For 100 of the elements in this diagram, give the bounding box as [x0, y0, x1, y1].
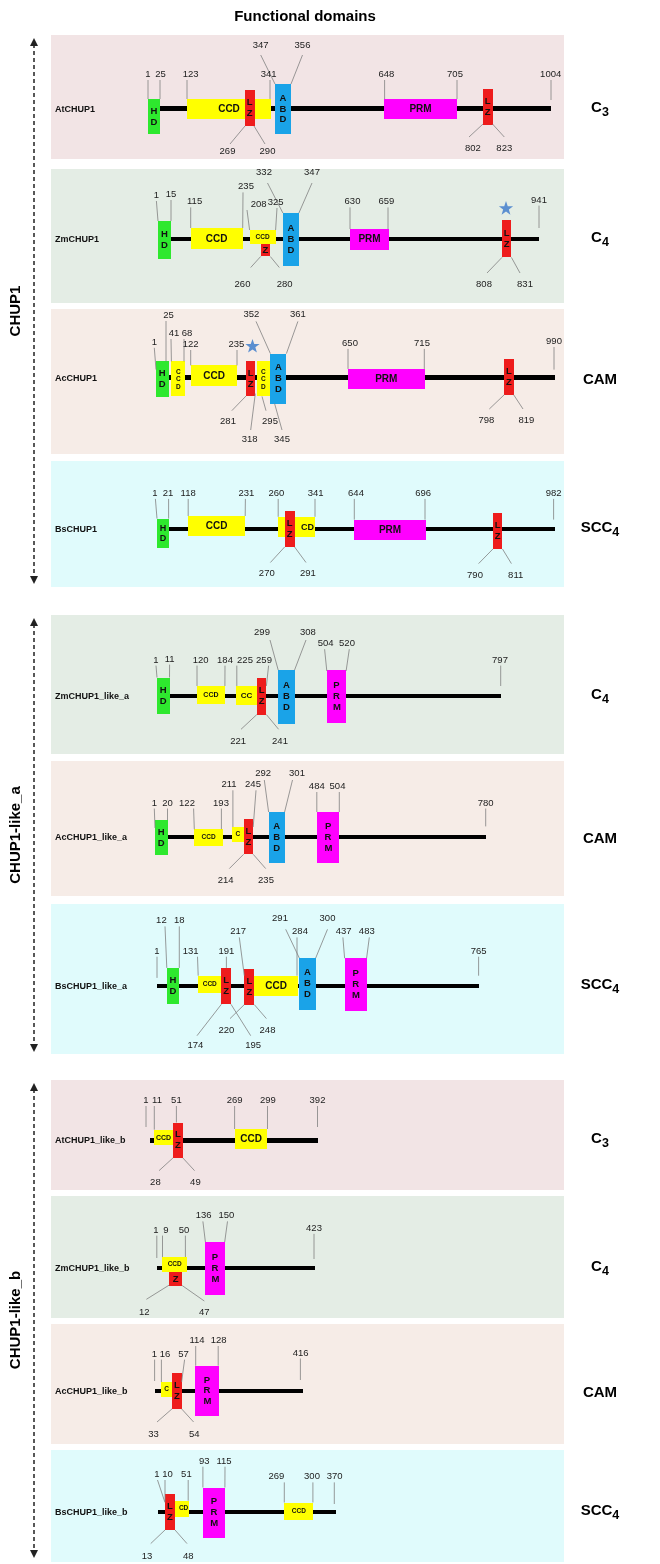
leader-line: [190, 349, 192, 366]
residue-number: 332: [256, 167, 272, 177]
leader-line: [226, 956, 227, 969]
domain-label: LZ: [173, 1380, 181, 1402]
pathway-label: C$_{4}$: [591, 1258, 609, 1278]
residue-number: 57: [178, 1348, 189, 1359]
leader-line: [253, 1004, 267, 1019]
domain-box: [157, 518, 169, 549]
domain-box: [246, 360, 256, 397]
leader-line: [167, 808, 168, 821]
domain-box: [175, 1500, 190, 1517]
leader-line: [513, 394, 524, 410]
leader-line: [190, 207, 192, 229]
domain-label: CD: [301, 522, 314, 532]
domain-box: [156, 361, 169, 398]
residue-number: 214: [217, 875, 234, 886]
residue-number: 25: [155, 69, 166, 79]
leader-line: [185, 1235, 186, 1258]
residue-number: 269: [268, 1471, 285, 1482]
residue-number: 1: [154, 945, 160, 956]
residue-number: 341: [260, 69, 277, 79]
domain-box: [154, 1129, 173, 1145]
group-label: CHUP1-like_a: [6, 786, 22, 884]
domain-box: [165, 1493, 175, 1530]
residue-number: 715: [414, 338, 430, 348]
domain-box: [316, 812, 340, 863]
leader-line: [146, 1284, 170, 1300]
protein-name: ZmCHUP1_like_a: [55, 690, 130, 702]
leader-line: [234, 1105, 235, 1130]
domain-label: PRM: [378, 524, 402, 535]
domain-box: [384, 99, 457, 119]
leader-line: [231, 395, 247, 412]
residue-number: 248: [259, 1025, 276, 1036]
residue-number: 9: [163, 1224, 169, 1235]
residue-number: 21: [162, 488, 174, 498]
leader-line: [316, 791, 318, 813]
leader-line: [387, 207, 389, 230]
leader-line: [196, 1003, 222, 1037]
row-panel: [51, 615, 564, 754]
leader-line: [165, 320, 167, 362]
domain-box: [282, 213, 299, 266]
domain-label: LZ: [244, 825, 252, 848]
domain-label: LZ: [503, 227, 511, 250]
leader-line: [181, 1359, 185, 1383]
residue-number: 211: [221, 779, 237, 790]
leader-line: [181, 1408, 194, 1423]
residue-number: 20: [162, 797, 173, 808]
domain-label: ABD: [282, 680, 290, 714]
leader-line: [155, 498, 158, 519]
title: Functional domains: [233, 7, 377, 24]
domain-box: [171, 361, 186, 397]
residue-number: 802: [464, 143, 481, 153]
residue-number: 352: [243, 309, 260, 320]
leader-line: [314, 498, 316, 518]
domain-box: [188, 516, 246, 537]
residue-number: 50: [178, 1224, 190, 1235]
leader-line: [178, 926, 180, 969]
residue-number: 299: [254, 627, 270, 637]
residue-number: 15: [165, 189, 177, 199]
residue-number: 1004: [540, 69, 562, 79]
domain-box: [284, 511, 295, 548]
residue-number: 68: [181, 328, 193, 338]
residue-number: 115: [187, 196, 203, 207]
residue-number: 18: [174, 915, 185, 926]
leader-line: [176, 1105, 177, 1123]
leader-line: [261, 396, 267, 412]
domain-box: [197, 686, 225, 704]
domain-label: HD: [157, 826, 165, 849]
domain-box: [354, 519, 426, 541]
domain-box: [161, 1382, 172, 1397]
domain-box: [299, 957, 316, 1010]
residue-number: 260: [234, 278, 251, 289]
residue-number: 630: [344, 196, 361, 207]
residue-number: 11: [152, 1095, 162, 1105]
leader-line: [298, 182, 313, 214]
residue-number: 120: [192, 654, 209, 665]
residue-number: 136: [195, 1210, 212, 1221]
domain-label: LZ: [286, 518, 294, 541]
protein-name: BsCHUP1: [55, 523, 97, 536]
residue-number: 284: [292, 926, 308, 937]
domain-label: PRM: [358, 234, 381, 245]
leader-line: [283, 1482, 285, 1503]
leader-line: [193, 808, 195, 830]
leader-line: [217, 1345, 219, 1367]
leader-line: [229, 125, 246, 145]
residue-number: 341: [307, 488, 324, 498]
domain-box: [244, 969, 255, 1005]
domain-box: [483, 89, 493, 125]
leader-line: [338, 791, 340, 813]
residue-number: 1: [145, 69, 151, 79]
domain-box: [162, 1257, 188, 1273]
domain-box: [344, 958, 367, 1011]
domain-box: [278, 670, 295, 724]
protein-name: AtCHUP1: [55, 102, 95, 115]
residue-number: 982: [545, 488, 562, 498]
residue-number: 231: [238, 488, 255, 498]
residue-number: 12: [156, 915, 167, 926]
domain-label: CCD: [205, 521, 228, 532]
domain-box: [504, 359, 514, 395]
leader-line: [296, 937, 298, 977]
